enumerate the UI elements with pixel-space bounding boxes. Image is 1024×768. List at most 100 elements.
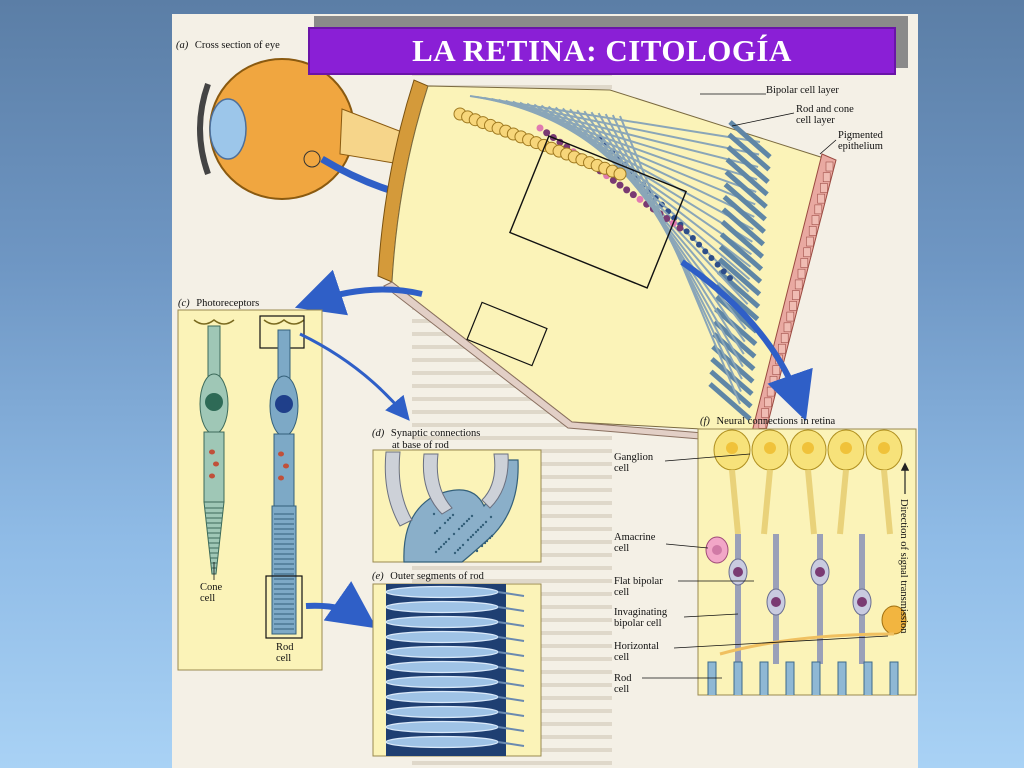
lens <box>209 98 247 160</box>
pigment-cell <box>766 386 775 397</box>
pigment-cell <box>772 365 781 375</box>
label-bipolar-layer: Bipolar cell layer <box>700 85 839 96</box>
rod-terminal <box>837 661 847 695</box>
direction-of-signal-label: Direction of signal transmission <box>898 499 909 634</box>
pigment-cell <box>792 290 800 300</box>
pigment-cell <box>800 258 809 268</box>
disc-edge <box>497 681 525 687</box>
pigment-cell <box>817 193 825 204</box>
pigment-cell <box>808 226 817 236</box>
bipolar-nucleus <box>857 597 867 607</box>
label-amacrine-cell: Amacrine cell <box>614 532 709 554</box>
label-ganglion-cell: Ganglion cell <box>614 452 751 474</box>
svg-text:epithelium: epithelium <box>838 141 883 152</box>
svg-text:Rod: Rod <box>614 673 632 684</box>
panel-d-caption-2: at base of rod <box>392 440 450 451</box>
vesicle <box>452 532 456 536</box>
vesicle <box>432 512 436 516</box>
rod-terminal <box>759 661 769 695</box>
textbook-page: (a) Cross section of eye <box>172 14 918 768</box>
rod-outer-segment <box>716 269 761 309</box>
vesicle <box>446 518 450 522</box>
membrane-disc <box>385 720 499 734</box>
vesicle <box>481 523 485 527</box>
disc-edge <box>497 651 525 657</box>
vesicle <box>442 542 446 546</box>
disc-edge <box>497 726 525 732</box>
rod-cell-drawing <box>259 315 305 639</box>
vesicle <box>490 534 494 538</box>
label-invaginating-bipolar: Invaginating bipolar cell <box>614 607 739 629</box>
pigment-cell <box>786 311 795 322</box>
vesicle <box>457 527 461 531</box>
panel-e-outer-segments: (e) Outer segments of rod <box>372 571 542 757</box>
zoom-box-f <box>508 135 688 289</box>
label-rod-cone-layer: Rod and cone cell layer <box>731 104 854 127</box>
rod-nucleus <box>702 248 709 255</box>
vesicle <box>437 547 441 551</box>
pigment-cell <box>822 172 831 183</box>
rod-discs <box>274 513 294 630</box>
arrow-b-to-f <box>680 259 813 421</box>
bipolar-nucleus <box>616 181 624 189</box>
svg-text:Cone: Cone <box>200 582 223 593</box>
vesicle <box>444 540 448 544</box>
svg-text:Bipolar cell layer: Bipolar cell layer <box>766 85 839 96</box>
bipolar-dendrite-1 <box>384 451 413 527</box>
pigment-cell <box>758 418 767 429</box>
vesicle <box>451 513 455 517</box>
pigment-cell <box>820 183 828 193</box>
bipolar-nucleus <box>815 567 825 577</box>
disc-edge <box>497 696 525 702</box>
rod-nucleus <box>727 275 733 281</box>
membrane-disc <box>385 660 499 674</box>
membrane-disc <box>385 675 499 689</box>
rod-outer-segment <box>714 307 758 347</box>
rod-outer-segment <box>724 170 768 209</box>
synaptic-vesicles <box>432 512 494 555</box>
panel-c-caption: (c) Photoreceptors <box>178 298 259 309</box>
label-cone-cell: Cone cell <box>200 562 223 604</box>
vesicle <box>438 526 442 530</box>
disc-edge <box>497 621 525 627</box>
bipolar-nucleus <box>676 224 684 232</box>
rod-outer-segment <box>723 182 767 222</box>
vesicle <box>448 516 452 520</box>
retina-figure: (a) Cross section of eye <box>176 40 917 765</box>
vesicle <box>465 519 469 523</box>
arrow-b-to-c <box>294 269 423 316</box>
ganglion-axon <box>761 469 773 535</box>
rod-nucleus <box>708 255 715 261</box>
rod-nucleus <box>720 268 727 275</box>
vesicle <box>462 522 466 526</box>
panel-d-caption: (d) Synaptic connections <box>372 428 480 439</box>
optic-nerve <box>339 108 403 165</box>
horizontal-process <box>719 632 895 656</box>
ganglion-nucleus <box>764 442 776 454</box>
pigment-cell <box>780 333 789 343</box>
ganglion-axon <box>805 469 817 535</box>
pigment-cell <box>803 247 811 258</box>
disc-edge <box>497 666 525 672</box>
rod-outer-segment <box>725 157 769 197</box>
rod-terminal <box>863 661 873 695</box>
svg-text:cell layer: cell layer <box>796 115 835 126</box>
svg-text:Rod: Rod <box>276 642 294 653</box>
pigment-cell <box>806 236 814 247</box>
rod-membrane-discs <box>385 585 525 749</box>
vesicle <box>488 536 492 540</box>
rod-outer-segment <box>715 294 759 334</box>
bipolar-nucleus <box>536 124 544 132</box>
bipolar-nucleus <box>663 214 671 222</box>
svg-text:Amacrine: Amacrine <box>614 532 656 543</box>
vesicle <box>466 538 470 542</box>
vesicle <box>447 537 451 541</box>
vesicle <box>489 515 493 519</box>
ganglion-axon <box>837 469 849 535</box>
rod-terminal <box>811 661 821 695</box>
cone-cell <box>193 319 235 575</box>
vesicle <box>435 529 439 533</box>
neural-network-cells <box>705 429 907 695</box>
membrane-disc <box>385 630 499 644</box>
